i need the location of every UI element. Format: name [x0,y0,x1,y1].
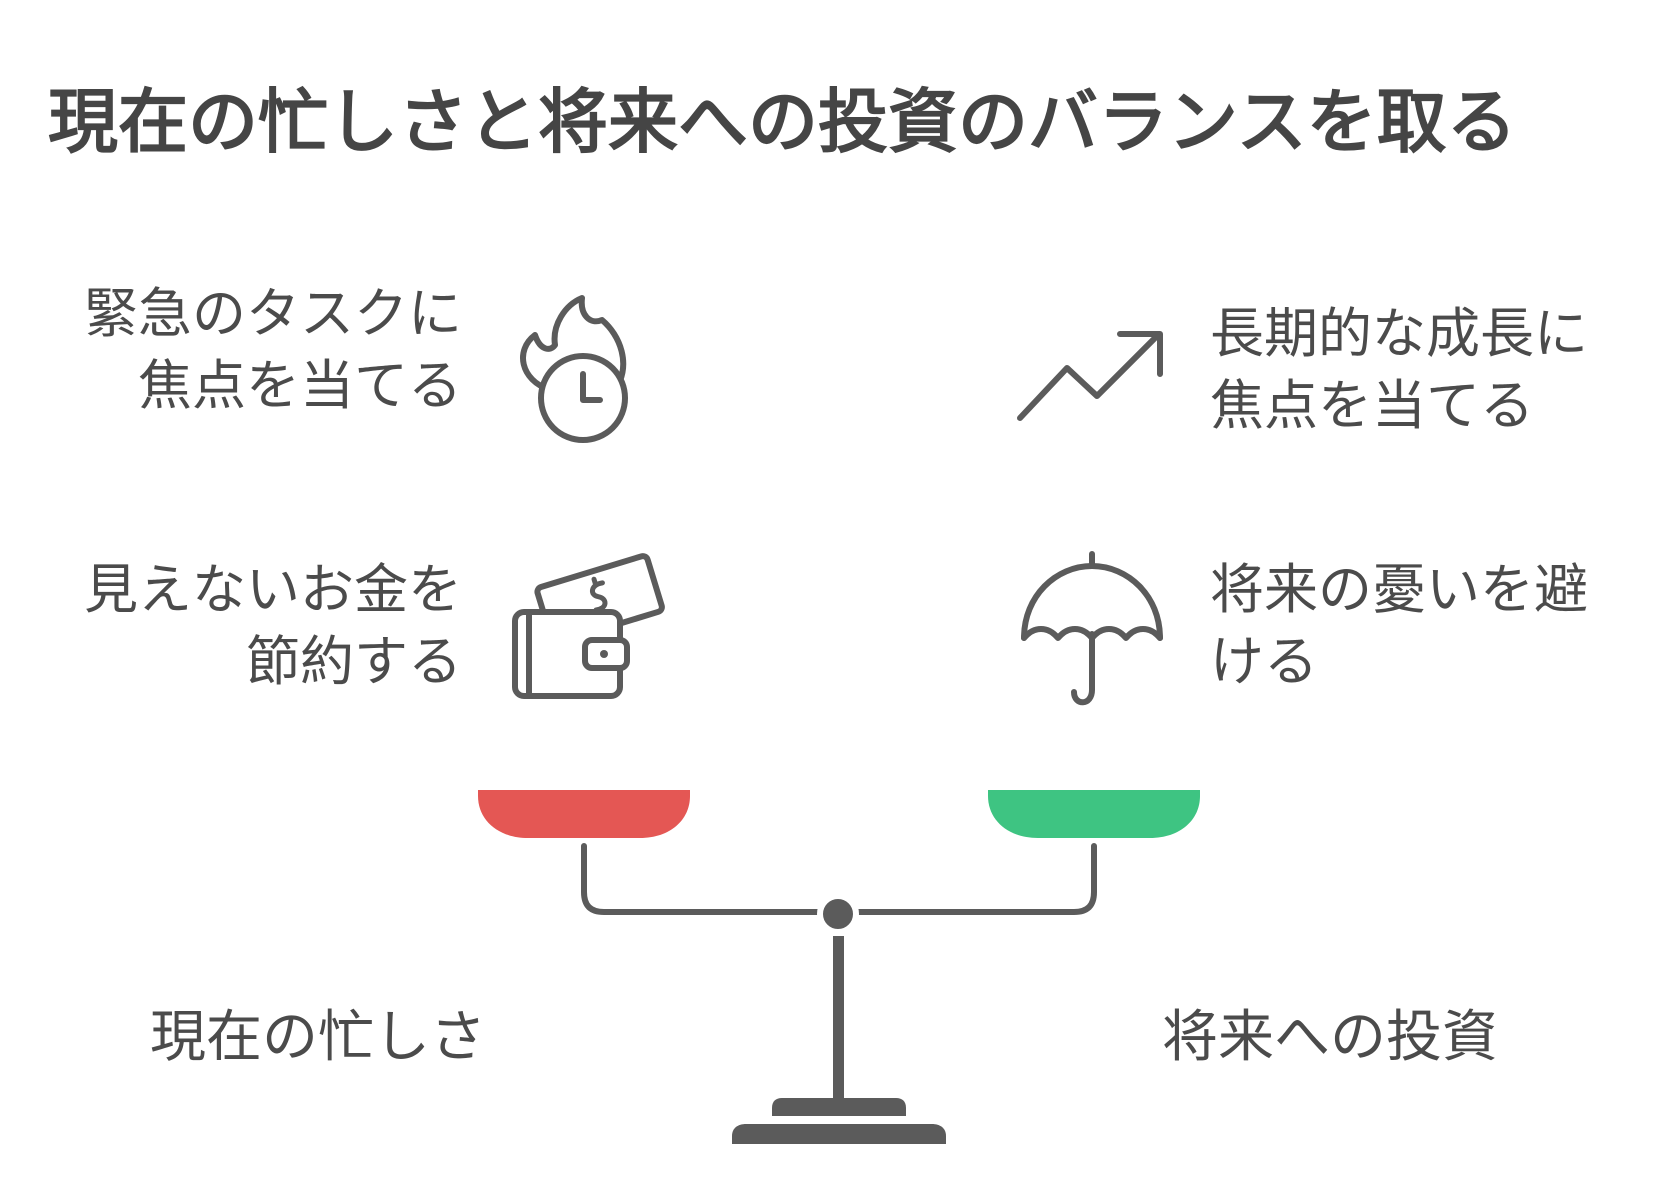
scale-pivot [817,893,859,935]
right-item-long-term-growth: 長期的な成長に 焦点を当てる [1210,302,1588,437]
right-pan [988,790,1200,838]
scale-base-top [772,1098,906,1116]
trend-up-icon [1017,331,1163,421]
left-pan [478,790,690,838]
right-label: 将来への投資 [1162,1005,1498,1070]
left-item-urgent-tasks: 緊急のタスクに 焦点を当てる [84,282,462,417]
left-label: 現在の忙しさ [150,1005,486,1070]
fire-clock-icon [520,295,628,443]
right-item-avoid-future-worries: 将来の憂いを避 ける [1210,558,1588,693]
wallet-money-icon [512,553,665,699]
page-title: 現在の忙しさと将来への投資のバランスを取る [48,81,1517,163]
scale-base-bottom [732,1124,946,1144]
scale-post [833,936,844,1100]
left-item-save-money: 見えないお金を 節約する [84,558,462,693]
umbrella-icon [1021,551,1163,706]
